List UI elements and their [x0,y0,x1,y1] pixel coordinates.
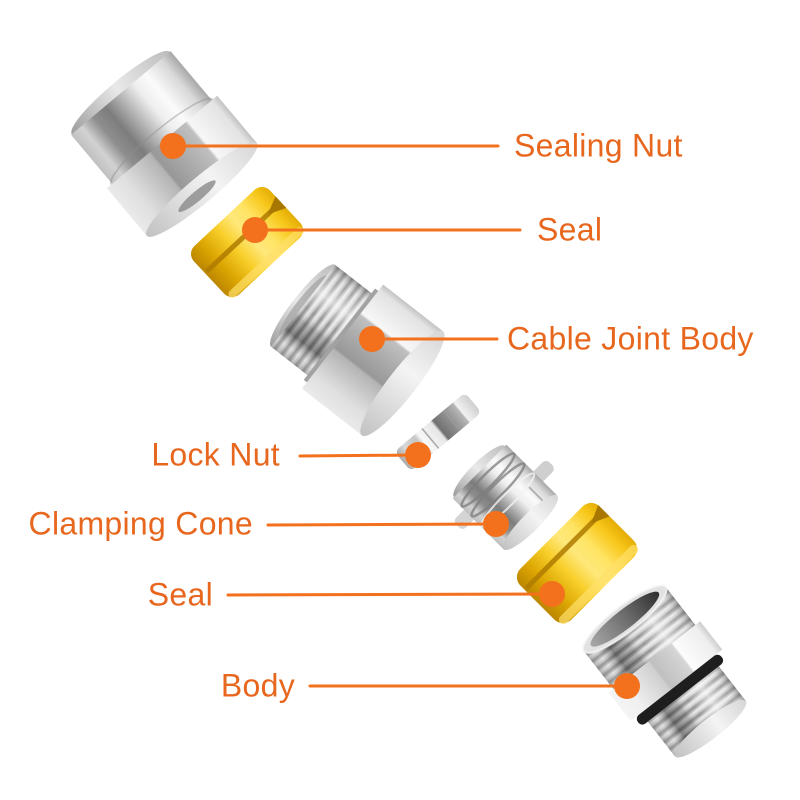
part-cable-joint-body [269,264,445,437]
callout-dot-seal-bottom [539,581,565,607]
leader-line-seal-bottom [226,592,554,597]
callout-dot-cable-joint-body [359,326,385,352]
callout-dot-lock-nut [405,442,431,468]
part-body [582,584,747,758]
callout-label-cable-joint-body: Cable Joint Body [507,320,754,357]
callout-dot-sealing-nut [160,133,186,159]
callout-dot-seal-top [242,217,268,243]
leader-line-lock-nut [298,453,420,458]
callout-label-seal-top: Seal [537,211,603,248]
part-sealing-nut [71,50,258,237]
callout-label-lock-nut: Lock Nut [151,436,280,473]
callout-label-clamping-cone: Clamping Cone [28,505,253,542]
callout-dot-clamping-cone [483,511,509,537]
part-seal-top [191,186,304,298]
callout-dot-body [614,673,640,699]
callout-label-seal-bottom: Seal [147,576,213,613]
leader-line-clamping-cone [266,522,498,527]
callout-dots [160,133,640,699]
callout-lines [171,144,629,688]
callout-label-body: Body [220,667,295,704]
callout-label-sealing-nut: Sealing Nut [514,127,683,164]
